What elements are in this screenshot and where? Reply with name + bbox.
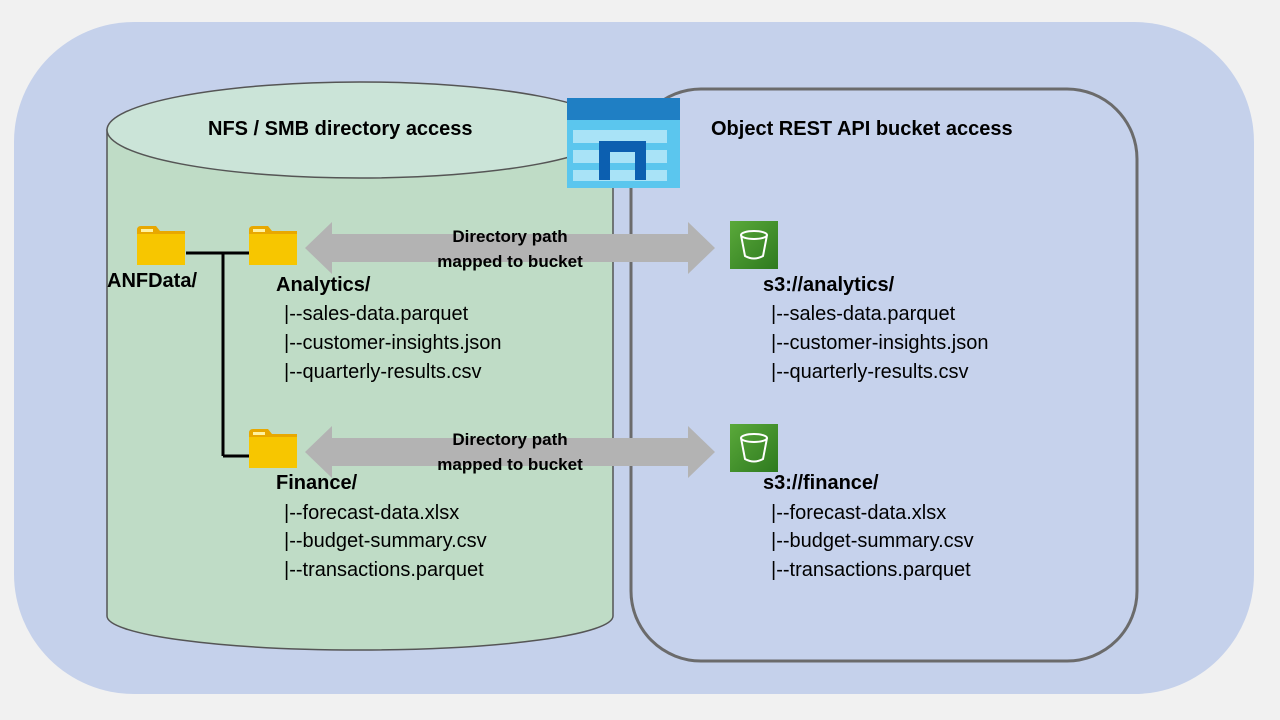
analytics-object: |--customer-insights.json (771, 332, 989, 354)
analytics-file: |--customer-insights.json (284, 332, 502, 354)
analytics-bucket-label: s3://analytics/ (763, 274, 895, 296)
finance-file: |--forecast-data.xlsx (284, 502, 460, 524)
analytics-file: |--quarterly-results.csv (284, 361, 482, 383)
finance-object: |--budget-summary.csv (771, 530, 974, 552)
arrow-label-line: mapped to bucket (437, 252, 583, 271)
analytics-object: |--quarterly-results.csv (771, 361, 969, 383)
folder-icon (249, 226, 297, 265)
folder-icon (249, 429, 297, 468)
finance-object: |--transactions.parquet (771, 559, 971, 581)
arrow-label-line: mapped to bucket (437, 455, 583, 474)
analytics-folder-label: Analytics/ (276, 274, 371, 296)
arrow-label-analytics: Directory path mapped to bucket (410, 224, 610, 274)
analytics-file: |--sales-data.parquet (284, 303, 469, 325)
mapping-arrow-analytics (305, 222, 715, 274)
tree-connector (186, 251, 250, 458)
mapping-arrow-finance (305, 426, 715, 478)
finance-file: |--budget-summary.csv (284, 530, 487, 552)
root-folder-label: ANFData/ (107, 270, 198, 292)
s3-bucket-icon (730, 221, 778, 269)
arrow-label-line: Directory path (452, 430, 568, 449)
finance-bucket-label: s3://finance/ (763, 472, 879, 494)
object-api-title: Object REST API bucket access (711, 118, 1013, 140)
analytics-object: |--sales-data.parquet (771, 303, 956, 325)
azure-netapp-files-icon (567, 98, 680, 188)
arrow-label-line: Directory path (452, 227, 568, 246)
s3-bucket-icon (730, 424, 778, 472)
finance-file: |--transactions.parquet (284, 559, 484, 581)
nfs-smb-title: NFS / SMB directory access (208, 118, 473, 140)
arrow-label-finance: Directory path mapped to bucket (410, 427, 610, 477)
folder-icon (137, 226, 185, 265)
finance-object: |--forecast-data.xlsx (771, 502, 947, 524)
finance-folder-label: Finance/ (276, 472, 358, 494)
